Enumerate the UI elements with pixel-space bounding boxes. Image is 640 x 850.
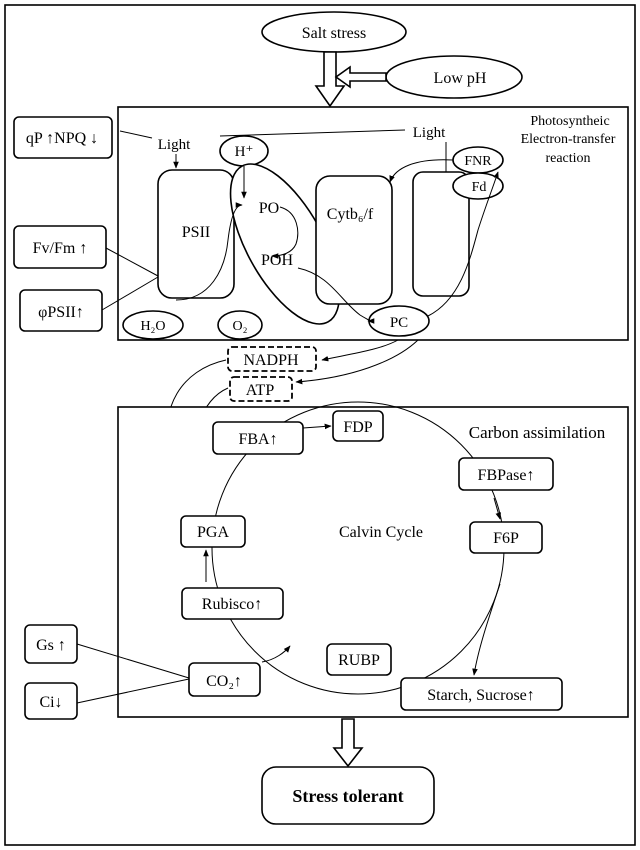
to-atp-arrow: [295, 339, 419, 385]
pc-to-fnr-arrow: [427, 171, 499, 317]
result-down-arrow: [332, 718, 364, 768]
fdp-box: [332, 410, 384, 442]
salt-stress-label: Salt stress: [302, 25, 366, 42]
salt-down-arrow: [314, 51, 346, 108]
light-right-label: Light: [413, 125, 446, 141]
o2-label: O₂: [233, 319, 248, 334]
fvfm-line: [105, 247, 159, 277]
rubisco-box: [181, 587, 284, 620]
co2-to-cycle-arrow: [261, 645, 291, 663]
stress-tolerant-label: Stress tolerant: [292, 786, 403, 806]
photo-title-3: reaction: [545, 151, 590, 166]
cytb6f-node: [315, 175, 393, 305]
stress-tolerant-box: [261, 766, 435, 825]
pga-box: [180, 515, 246, 548]
lowph-left-arrow: [334, 65, 387, 89]
f6p-label: F6P: [493, 530, 519, 547]
low-ph-label: Low pH: [434, 70, 487, 87]
fba-box: [212, 421, 304, 455]
h2o-node: [122, 310, 184, 340]
to-starch-arrow: [472, 583, 501, 676]
to-nadph-arrow: [321, 339, 399, 362]
fbpase-to-f6p-arrow: [493, 497, 501, 520]
rubisco-label: Rubisco↑: [202, 596, 262, 613]
ci-line: [76, 678, 190, 704]
psii-label: PSII: [182, 224, 210, 241]
psii-node: [157, 169, 235, 299]
rubp-label: RUBP: [338, 652, 380, 669]
photo-title-1: Photosyntheic: [530, 114, 609, 129]
fbpase-label: FBPase↑: [478, 467, 535, 484]
nadph-label: NADPH: [243, 352, 299, 369]
calvin-cycle-label: Calvin Cycle: [339, 524, 423, 541]
psi-node: [412, 171, 470, 297]
o2-node: [217, 310, 263, 340]
carbon-title: Carbon assimilation: [469, 423, 606, 442]
phipsii-line: [101, 276, 159, 311]
ci-box: [24, 682, 78, 720]
qp-to-light-line: [119, 130, 153, 139]
f6p-box: [469, 521, 543, 554]
pc-label: PC: [390, 315, 408, 331]
fvfm-box: [13, 225, 107, 269]
gs-label: Gs ↑: [36, 637, 66, 654]
fbpase-box: [458, 457, 554, 491]
fd-label: Fd: [472, 180, 487, 195]
light-right-line: [219, 129, 406, 137]
pga-label: PGA: [197, 524, 229, 541]
po-to-poh-arrow: [271, 206, 299, 259]
light-left-label: Light: [158, 137, 191, 153]
rubp-box: [326, 643, 392, 676]
fdp-label: FDP: [343, 419, 372, 436]
fba-label: FBA↑: [238, 431, 277, 448]
nadph-box: [227, 346, 317, 372]
fnr-to-cyt-arrow: [389, 159, 454, 183]
po-label: PO: [259, 200, 279, 217]
gs-line: [76, 643, 190, 679]
atp-box: [229, 376, 293, 402]
fnr-label: FNR: [464, 154, 492, 169]
ci-label: Ci↓: [39, 694, 62, 711]
phipsii-box: [19, 289, 103, 332]
psii-to-pq-path: [175, 202, 243, 301]
qp-npq-label: qP ↑NPQ ↓: [26, 130, 98, 147]
poh-label: POH: [261, 252, 293, 269]
starch-sucrose-label: Starch, Sucrose↑: [427, 687, 535, 704]
fvfm-label: Fv/Fm ↑: [33, 240, 88, 257]
starch-sucrose-box: [400, 677, 563, 711]
phipsii-label: φPSII↑: [38, 304, 84, 321]
co2-label: CO₂↑: [206, 673, 242, 690]
fba-to-fdp-arrow: [302, 423, 332, 430]
h-plus-label: H⁺: [235, 144, 254, 160]
cytb6f-label: Cytb₆/f: [327, 206, 374, 223]
atp-label: ATP: [246, 382, 275, 399]
qp-npq-box: [13, 116, 113, 159]
poh-to-pc-arrow: [297, 267, 375, 324]
h2o-label: H₂O: [140, 319, 165, 334]
photo-title-2: Electron-transfer: [521, 132, 616, 147]
